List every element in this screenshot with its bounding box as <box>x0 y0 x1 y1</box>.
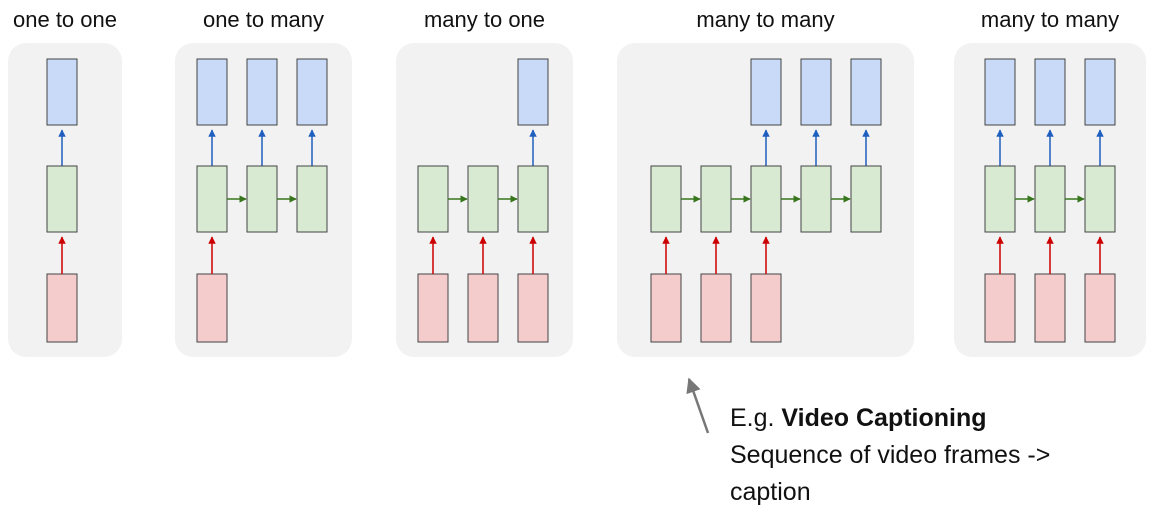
output-box <box>850 58 882 126</box>
annotation-line-1: E.g. Video Captioning <box>730 400 1150 437</box>
input-box <box>517 273 549 343</box>
output-box <box>1034 58 1066 126</box>
input-box <box>467 273 499 343</box>
output-box <box>517 58 549 126</box>
input-box <box>650 273 682 343</box>
input-box <box>46 273 78 343</box>
panels-layer: one to one one to many many to one many to … <box>8 7 1146 357</box>
panel-title: one to one <box>13 7 117 32</box>
hidden-box <box>46 165 78 233</box>
hidden-box <box>1084 165 1116 233</box>
output-box <box>46 58 78 126</box>
hidden-box <box>984 165 1016 233</box>
pointer-arrow <box>686 377 710 434</box>
hidden-box <box>750 165 782 233</box>
hidden-box <box>196 165 228 233</box>
output-box <box>196 58 228 126</box>
panel-title: many to many <box>696 7 834 32</box>
hidden-box <box>246 165 278 233</box>
hidden-box <box>1034 165 1066 233</box>
hidden-box <box>296 165 328 233</box>
annotation-prefix: E.g. <box>730 404 782 432</box>
panel-1: one to one <box>8 7 122 357</box>
output-box <box>246 58 278 126</box>
hidden-box <box>417 165 449 233</box>
input-box <box>750 273 782 343</box>
output-box <box>800 58 832 126</box>
panel-4: many to many <box>617 7 914 357</box>
panel-2: one to many <box>175 7 352 357</box>
panel-3: many to one <box>396 7 573 357</box>
hidden-box <box>850 165 882 233</box>
panel-title: many to many <box>981 7 1119 32</box>
annotation-line-2: Sequence of video frames -> <box>730 441 1051 469</box>
hidden-box <box>700 165 732 233</box>
hidden-box <box>650 165 682 233</box>
input-box <box>417 273 449 343</box>
video-captioning-annotation: E.g. Video Captioning Sequence of video … <box>730 400 1150 511</box>
output-box <box>750 58 782 126</box>
input-box <box>984 273 1016 343</box>
output-box <box>1084 58 1116 126</box>
hidden-box <box>517 165 549 233</box>
input-box <box>1034 273 1066 343</box>
hidden-box <box>467 165 499 233</box>
input-box <box>196 273 228 343</box>
input-box <box>1084 273 1116 343</box>
output-box <box>984 58 1016 126</box>
hidden-box <box>800 165 832 233</box>
annotation-emphasis: Video Captioning <box>781 404 987 432</box>
panel-5: many to many <box>954 7 1146 357</box>
panel-title: many to one <box>424 7 545 32</box>
panel-title: one to many <box>203 7 324 32</box>
input-box <box>700 273 732 343</box>
annotation-line-3: caption <box>730 478 811 506</box>
output-box <box>296 58 328 126</box>
